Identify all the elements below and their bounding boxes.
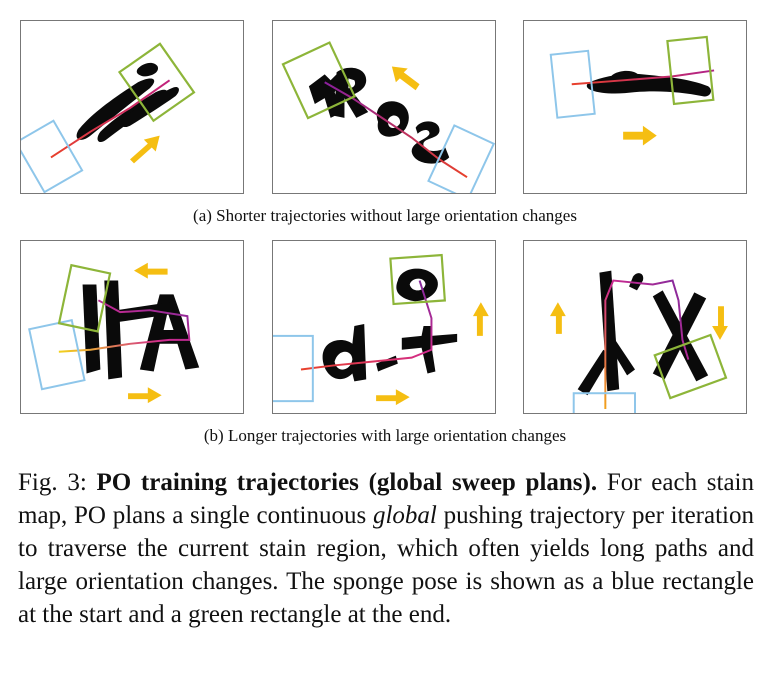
subcaption-b: (b) Longer trajectories with large orien… xyxy=(203,426,567,445)
stain-letters xyxy=(82,280,200,380)
caption-text-1: For each stain map, PO plans a single co… xyxy=(18,469,754,529)
start-pose-blue-rectangle xyxy=(21,119,84,193)
arrow-icon xyxy=(712,306,728,340)
panel-a3-figure xyxy=(549,35,715,146)
figure-title: PO training trajectories (global sweep p… xyxy=(96,469,598,496)
panel-b2 xyxy=(272,240,496,414)
trajectory xyxy=(571,69,715,86)
stain-letters xyxy=(577,270,709,396)
stain-blob xyxy=(586,70,712,97)
arrow-icon xyxy=(472,302,489,336)
end-pose-green-rectangle xyxy=(666,35,715,106)
trajectory xyxy=(50,79,171,159)
panel-b3 xyxy=(523,240,747,414)
panel-a1-figure xyxy=(21,42,196,193)
panel-a2 xyxy=(272,20,496,194)
start-pose-blue-rectangle xyxy=(549,49,596,119)
stain-letters xyxy=(308,67,450,164)
caption-text-2: pushing trajectory per iteration to trav… xyxy=(18,502,754,628)
trajectory xyxy=(58,299,191,353)
arrow-icon xyxy=(391,66,420,91)
panel-b3-figure xyxy=(549,270,728,413)
end-pose-green-rectangle xyxy=(389,253,446,306)
trajectory xyxy=(300,280,433,371)
subcaption-a: (a) Shorter trajectories without large o… xyxy=(193,206,577,225)
panel-b2-figure xyxy=(273,253,489,406)
end-pose-green-rectangle xyxy=(281,41,357,120)
arrow-icon xyxy=(130,135,160,164)
arrow-icon xyxy=(549,302,566,334)
end-pose-green-rectangle xyxy=(57,263,112,333)
panel-a3 xyxy=(523,20,747,194)
start-pose-blue-rectangle xyxy=(572,392,636,413)
end-pose-green-rectangle xyxy=(117,42,196,123)
start-pose-blue-rectangle xyxy=(273,334,314,403)
panel-a2-figure xyxy=(281,41,495,193)
caption-italic-word: global xyxy=(372,502,437,529)
arrow-icon xyxy=(623,125,657,146)
panel-b1 xyxy=(20,240,244,414)
arrow-icon xyxy=(133,262,168,279)
trajectory xyxy=(324,81,468,179)
figure-label: Fig. 3: xyxy=(18,469,87,496)
trajectory xyxy=(604,279,690,410)
start-pose-blue-rectangle xyxy=(28,319,86,391)
figure-caption: Fig. 3: PO training trajectories (global… xyxy=(18,466,754,631)
panel-b1-figure xyxy=(28,262,200,404)
panel-a1 xyxy=(20,20,244,194)
arrow-icon xyxy=(128,387,162,404)
end-pose-green-rectangle xyxy=(653,333,728,400)
start-pose-blue-rectangle xyxy=(427,124,495,193)
arrow-icon xyxy=(376,389,410,406)
